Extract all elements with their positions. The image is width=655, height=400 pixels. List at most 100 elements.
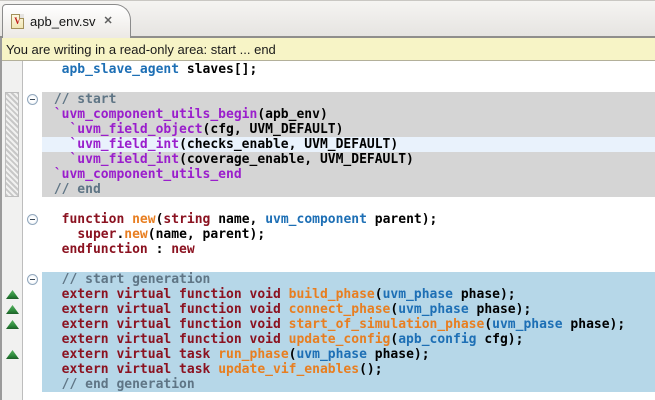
code-token	[46, 242, 62, 257]
code-token: slaves[];	[179, 62, 258, 77]
code-token: :	[147, 242, 172, 257]
code-token	[124, 212, 132, 227]
code-token	[281, 287, 289, 302]
code-token	[46, 62, 62, 77]
code-line[interactable]	[42, 77, 655, 92]
code-token	[46, 347, 62, 362]
systemverilog-file-icon: V	[11, 14, 24, 29]
fold-collapse-icon[interactable]	[27, 214, 38, 225]
code-line[interactable]: apb_slave_agent slaves[];	[42, 62, 655, 77]
code-line[interactable]: endfunction : new	[42, 242, 655, 257]
code-token: (checks_enable, UVM_DEFAULT)	[179, 137, 399, 152]
code-line[interactable]: extern virtual function void update_conf…	[42, 332, 655, 347]
code-line[interactable]: super.new(name, parent);	[42, 227, 655, 242]
code-token: connect_phase	[288, 302, 391, 317]
code-token: (	[484, 317, 493, 332]
code-token: `uvm_field_int	[46, 152, 180, 167]
tab-apb-env-sv[interactable]: V apb_env.sv ✕	[2, 4, 131, 38]
tab-title: apb_env.sv	[30, 14, 96, 29]
code-token: extern virtual function void	[61, 287, 281, 302]
code-token	[46, 302, 62, 317]
up-triangle-marker-icon	[6, 320, 19, 329]
code-line[interactable]: `uvm_component_utils_end	[42, 167, 655, 182]
code-token: (	[288, 347, 297, 362]
code-line[interactable]: `uvm_field_object(cfg, UVM_DEFAULT)	[42, 122, 655, 137]
code-token: new	[132, 212, 156, 227]
code-token: // end generation	[46, 377, 195, 392]
code-line[interactable]: extern virtual function void start_of_si…	[42, 317, 655, 332]
code-token: update_config	[288, 332, 391, 347]
code-token: (name, parent);	[147, 227, 266, 242]
code-token: (	[390, 332, 399, 347]
code-line[interactable]: `uvm_field_int(checks_enable, UVM_DEFAUL…	[42, 137, 655, 152]
up-triangle-marker-icon	[6, 290, 19, 299]
code-token	[46, 212, 62, 227]
code-token: super	[77, 227, 117, 242]
code-token: phase);	[468, 302, 532, 317]
code-line[interactable]: // start generation	[42, 272, 655, 287]
code-token	[281, 302, 289, 317]
code-token: // start	[46, 92, 117, 107]
code-token: extern virtual task	[61, 362, 211, 377]
code-token: extern virtual function void	[61, 302, 281, 317]
code-token: (coverage_enable, UVM_DEFAULT)	[179, 152, 414, 167]
code-token: uvm_phase	[382, 287, 454, 302]
code-line[interactable]: function new(string name, uvm_component …	[42, 212, 655, 227]
tab-bar: V apb_env.sv ✕	[0, 0, 655, 38]
code-token: extern virtual function void	[61, 317, 281, 332]
code-token: phase);	[453, 287, 516, 302]
code-line[interactable]	[42, 197, 655, 212]
code-token: .	[116, 227, 125, 242]
marker-bar	[2, 61, 23, 400]
code-token	[46, 332, 62, 347]
folding-bar	[24, 61, 42, 400]
code-token	[281, 332, 289, 347]
code-token: uvm_phase	[492, 317, 563, 332]
code-token	[46, 362, 62, 377]
up-triangle-marker-icon	[6, 350, 19, 359]
code-token: (cfg, UVM_DEFAULT)	[202, 122, 344, 137]
code-token: name,	[210, 212, 266, 227]
code-token: start_of_simulation_phase	[288, 317, 485, 332]
close-icon[interactable]: ✕	[103, 15, 113, 27]
code-token: (	[374, 287, 383, 302]
code-token: `uvm_field_object	[46, 122, 203, 137]
code-token: function	[61, 212, 125, 227]
code-line[interactable]	[42, 257, 655, 272]
code-token: (	[155, 212, 164, 227]
code-line[interactable]: extern virtual function void connect_pha…	[42, 302, 655, 317]
code-token: // start generation	[46, 272, 211, 287]
code-token: run_phase	[218, 347, 289, 362]
code-editor[interactable]: apb_slave_agent slaves[]; // start `uvm_…	[0, 61, 655, 400]
code-token: endfunction	[61, 242, 148, 257]
file-icon-letter: V	[14, 16, 21, 26]
code-line[interactable]: // start	[42, 92, 655, 107]
code-token: phase);	[562, 317, 626, 332]
readonly-warning-text: You are writing in a read-only area: sta…	[6, 41, 276, 57]
code-token: build_phase	[288, 287, 375, 302]
fold-collapse-icon[interactable]	[27, 94, 38, 105]
window-left-edge	[0, 38, 2, 400]
code-token: // end	[46, 182, 101, 197]
code-line[interactable]: extern virtual task update_vif_enables()…	[42, 362, 655, 377]
code-line[interactable]: extern virtual task run_phase(uvm_phase …	[42, 347, 655, 362]
code-token: extern virtual function void	[61, 332, 281, 347]
code-line[interactable]: `uvm_field_int(coverage_enable, UVM_DEFA…	[42, 152, 655, 167]
code-area[interactable]: apb_slave_agent slaves[]; // start `uvm_…	[42, 61, 655, 400]
code-token	[281, 317, 289, 332]
code-token: `uvm_field_int	[46, 137, 180, 152]
code-token: apb_slave_agent	[61, 62, 180, 77]
up-triangle-marker-icon	[6, 305, 19, 314]
code-line[interactable]: // end	[42, 182, 655, 197]
code-token: update_vif_enables	[218, 362, 360, 377]
code-line[interactable]: // end generation	[42, 377, 655, 392]
readonly-warning-banner: You are writing in a read-only area: sta…	[0, 38, 655, 61]
code-line[interactable]: extern virtual function void build_phase…	[42, 287, 655, 302]
code-token: uvm_component	[265, 212, 367, 227]
fold-collapse-icon[interactable]	[27, 274, 38, 285]
code-token: uvm_phase	[296, 347, 367, 362]
code-token: parent);	[366, 212, 438, 227]
code-token: new	[171, 242, 195, 257]
code-line[interactable]: `uvm_component_utils_begin(apb_env)	[42, 107, 655, 122]
